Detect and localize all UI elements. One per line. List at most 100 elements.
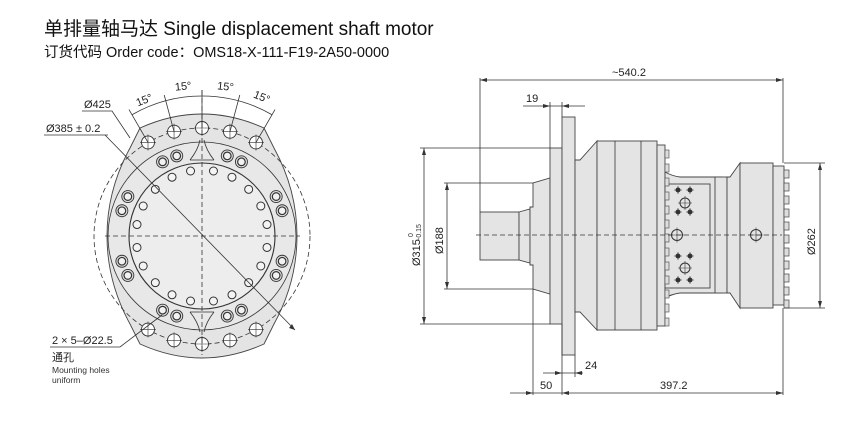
rear-cone [726, 161, 741, 310]
small-hole [138, 201, 148, 211]
holes-leader [50, 314, 163, 348]
dia-pilot-tol-lower: -0.15 [416, 224, 423, 240]
body-taper [574, 139, 598, 332]
bolt-inner [237, 157, 246, 167]
angle-extension-line [128, 109, 149, 143]
port-cross [686, 208, 694, 216]
small-hole [256, 261, 266, 271]
ring-bolt [664, 303, 670, 313]
holes-spec-label: 2 × 5–Ø22.5 [52, 335, 113, 347]
ring-bolt [664, 247, 670, 257]
rear-housing [739, 162, 774, 309]
rear-bolt [783, 260, 790, 270]
dia-rear-label: Ø262 [806, 228, 818, 255]
bolt-inner [222, 151, 232, 161]
valve-block [664, 183, 711, 289]
small-hole [227, 172, 237, 182]
rear-bolt [783, 299, 790, 309]
rear-bolt [783, 182, 790, 192]
small-hole [244, 184, 254, 194]
bolt-inner [158, 157, 167, 167]
ring-bolt [664, 233, 670, 243]
bolt-inner [123, 192, 133, 201]
bolt-inner [123, 271, 133, 280]
port-cross [674, 276, 682, 284]
ring-bolt [664, 275, 670, 285]
hole-crosshair [221, 332, 238, 349]
port-cross [674, 186, 682, 194]
pilot-plate [549, 147, 563, 325]
ring-bolt [664, 289, 670, 299]
bolt-inner [237, 305, 246, 315]
hole-crosshair [248, 321, 264, 338]
rear-bolt [783, 169, 790, 179]
dia-shaft-boss-label: Ø188 [434, 227, 446, 254]
output-shaft [479, 211, 520, 261]
port-cross [678, 261, 692, 275]
small-hole [132, 242, 142, 252]
angle-dimensions [128, 90, 276, 143]
small-hole [208, 166, 218, 176]
rear-bolt-ring [772, 165, 785, 306]
shaft-length-label: 50 [540, 380, 552, 392]
bottom-notch [189, 311, 215, 333]
dia-pilot-tol-upper: 0 [408, 233, 415, 237]
mounting-flange [561, 116, 576, 356]
small-hole [186, 166, 196, 176]
shaft-neck [518, 208, 531, 264]
ring-bolt [664, 191, 670, 201]
angle-label-3: 15° [217, 80, 235, 94]
drawing-title: 单排量轴马达 Single displacement shaft motor [44, 19, 434, 40]
small-hole [256, 201, 266, 211]
ring-bolt [664, 163, 670, 173]
port-cross [686, 186, 694, 194]
angle-label-1: 15° [134, 92, 154, 109]
port-cross [686, 252, 694, 260]
side-view: ~540.2 19 Ø315 0 -0.15 Ø188 Ø262 24 50 3… [408, 67, 825, 395]
bolt-inner [271, 271, 281, 280]
port-cross [678, 196, 692, 210]
small-hole [227, 290, 237, 300]
port-cross [674, 252, 682, 260]
small-hole [262, 242, 272, 252]
ring-bolt [664, 149, 670, 159]
rear-bolt [783, 208, 790, 218]
top-notch [189, 139, 215, 161]
rear-bolt [783, 247, 790, 257]
small-hole [132, 220, 142, 230]
front-cone [529, 177, 551, 295]
order-code: 订货代码 Order code：OMS18-X-111-F19-2A50-000… [44, 45, 390, 61]
small-hole [150, 184, 160, 194]
dia-pilot-label: Ø315 [411, 239, 423, 266]
flange-thickness-label: 24 [585, 360, 597, 372]
dimension-arrows [422, 78, 822, 395]
holes-en-label-1: Mounting holes [52, 365, 110, 375]
bolt-inner [158, 305, 167, 315]
diameter-leader [104, 134, 296, 331]
angle-extension-line [229, 94, 241, 132]
small-hole [167, 172, 177, 182]
bolt-inner [271, 192, 281, 201]
ring-bolt [664, 219, 670, 229]
hole-crosshair [166, 123, 183, 140]
rear-bolt [783, 286, 790, 296]
front-view: 15° 15° 15° 15° Ø425 Ø385 ± 0.2 2 × 5–Ø2… [44, 80, 311, 385]
diameter-arrow [289, 324, 295, 330]
angle-label-2: 15° [174, 80, 192, 94]
main-body [596, 140, 658, 331]
bolt-inner [277, 206, 287, 216]
dia-outer-label: Ø425 [84, 99, 111, 111]
bolt-inner [172, 311, 182, 321]
ring-bolt [664, 317, 670, 327]
holes-cn-label: 通孔 [52, 351, 74, 364]
small-hole [262, 220, 272, 230]
rear-bolt [783, 273, 790, 283]
overall-length-label: ~540.2 [612, 67, 646, 79]
ring-bolt [664, 205, 670, 215]
dia-pitch-label: Ø385 ± 0.2 [46, 123, 100, 135]
port-cross [674, 208, 682, 216]
bolt-inner [277, 256, 287, 266]
ring-bolt [664, 261, 670, 271]
flange-offset-label: 19 [526, 93, 538, 105]
small-hole [208, 296, 218, 306]
